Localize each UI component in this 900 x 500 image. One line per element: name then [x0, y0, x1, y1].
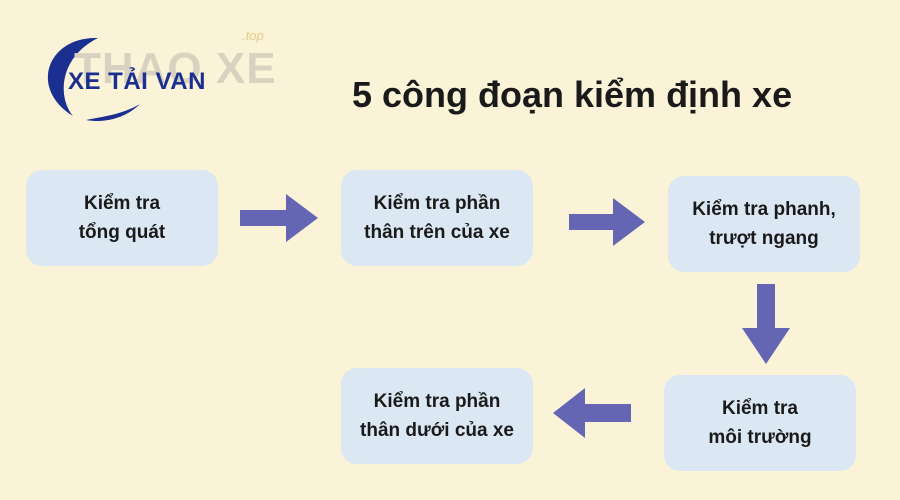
- step-box-lower-body-check: Kiểm tra phần thân dưới của xe: [341, 368, 533, 464]
- logo-domain-suffix: .top: [242, 28, 264, 43]
- step-box-emission-check: Kiểm tra môi trường: [664, 375, 856, 471]
- logo-watermark: THAO XE: [74, 44, 277, 93]
- logo: THAO XE .top XE TẢI VAN: [28, 28, 278, 128]
- logo-swoosh-icon: [47, 37, 140, 122]
- logo-brand-text: XE TẢI VAN: [68, 68, 206, 95]
- arrow-right-icon: [569, 198, 645, 246]
- page-title: 5 công đoạn kiểm định xe: [352, 74, 793, 115]
- step-box-brake-check: Kiểm tra phanh, trượt ngang: [668, 176, 860, 272]
- arrow-left-icon: [553, 388, 631, 438]
- arrow-right-icon: [240, 194, 318, 242]
- arrow-down-icon: [742, 284, 790, 364]
- step-box-general-check: Kiểm tra tổng quát: [26, 170, 218, 266]
- step-box-upper-body-check: Kiểm tra phần thân trên của xe: [341, 170, 533, 266]
